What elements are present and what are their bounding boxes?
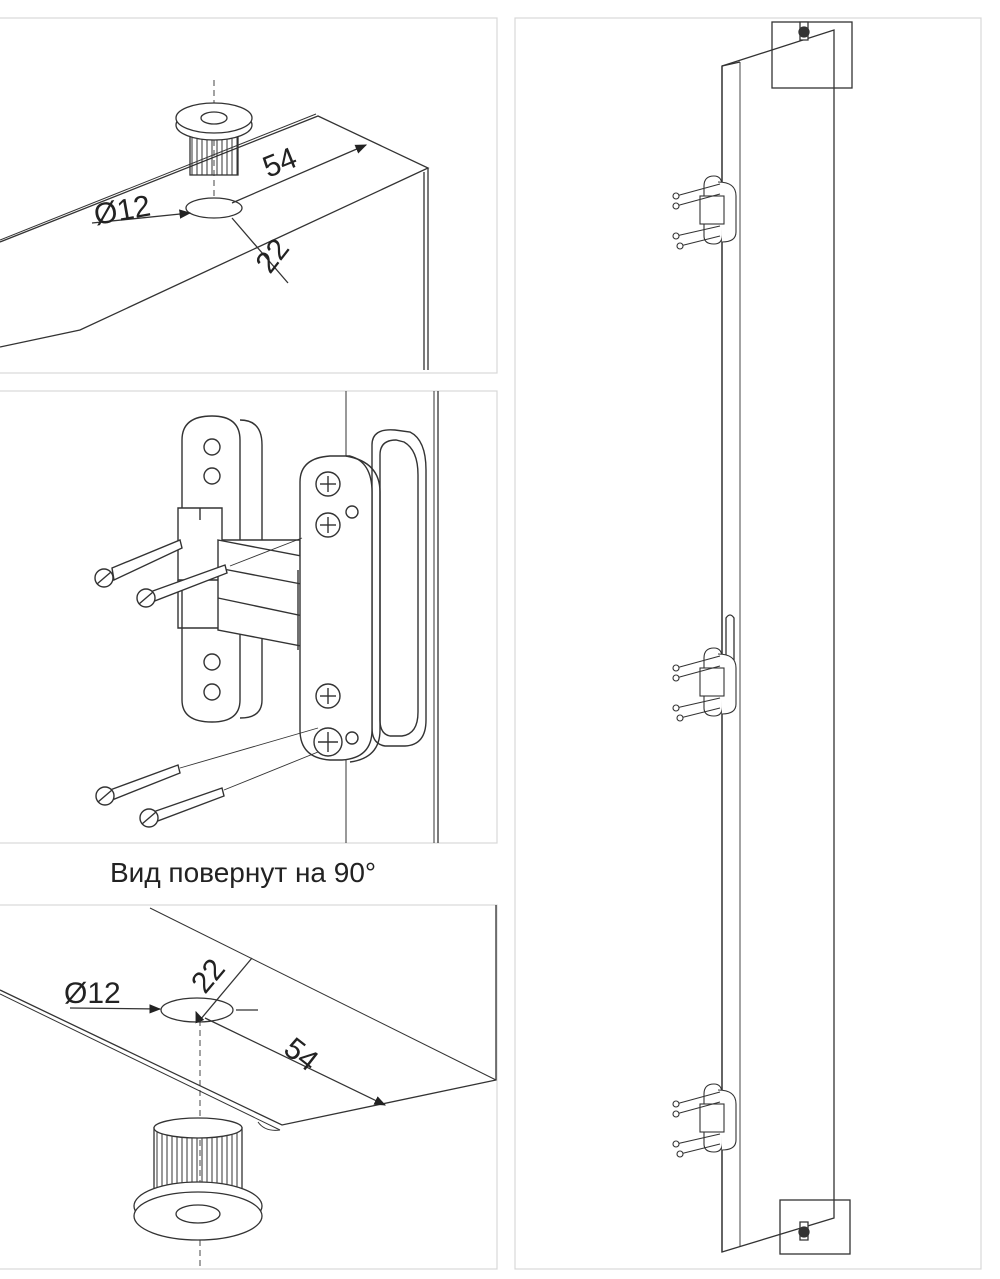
top-drilling-detail — [0, 80, 430, 370]
top-diameter-label: Ø12 — [91, 190, 153, 232]
top-depth-label: 22 — [250, 233, 297, 280]
screws-lower — [95, 727, 319, 828]
hinge-top — [672, 175, 737, 250]
bottom-diameter-label: Ø12 — [64, 977, 121, 1010]
bottom-depth-label: 22 — [185, 953, 232, 1000]
hinge-middle — [672, 647, 737, 722]
top-length-label: 54 — [258, 141, 301, 184]
bottom-drilling-detail — [0, 905, 497, 1268]
screws-upper — [94, 537, 303, 608]
adjustment-screws — [313, 471, 359, 757]
door-overview — [721, 21, 853, 1255]
bottom-length-label: 54 — [278, 1032, 325, 1079]
hinge-bottom — [672, 1083, 737, 1158]
hinge-detail — [94, 391, 439, 843]
panel-frames — [0, 17, 982, 1270]
view-rotated-caption: Вид повернут на 90° — [110, 857, 376, 888]
